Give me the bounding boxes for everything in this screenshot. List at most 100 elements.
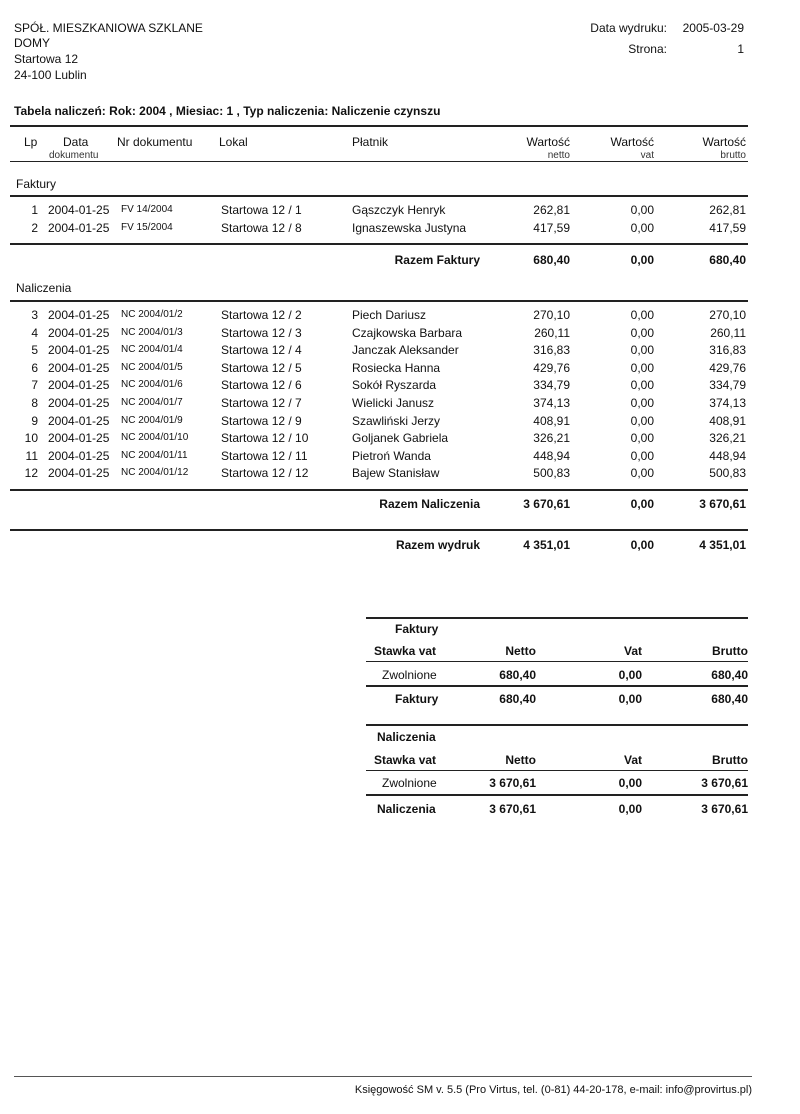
cell-vat: 0,00	[630, 203, 654, 217]
cell-vat: 0,00	[630, 221, 654, 235]
cell-doc: NC 2004/01/6	[121, 379, 183, 391]
grand-total-vat: 0,00	[630, 538, 654, 552]
invoices-total-net: 680,40	[533, 253, 570, 267]
cell-payer: Janczak Aleksander	[352, 343, 459, 358]
cell-payer: Bajew Stanisław	[352, 466, 440, 481]
summary-rate: Zwolnione	[382, 776, 437, 790]
cell-date: 2004-01-25	[48, 203, 110, 217]
summary-total-label: Naliczenia	[377, 802, 436, 816]
cell-gross: 448,94	[709, 448, 746, 463]
invoices-total-label: Razem Faktury	[394, 253, 480, 267]
header-top-rule	[10, 125, 748, 127]
summary-total-vat: 0,00	[618, 692, 642, 706]
summary-total-net: 680,40	[499, 692, 536, 706]
summary-total-gross: 3 670,61	[701, 802, 748, 816]
section-title-charges: Naliczenia	[16, 281, 72, 295]
page-label: Strona:	[628, 42, 667, 56]
cell-unit: Startowa 12 / 5	[221, 360, 302, 375]
print-date: 2005-03-29	[682, 21, 744, 35]
cell-net: 448,94	[533, 448, 570, 463]
summary-head-vat: Vat	[623, 753, 642, 767]
summary-head-vat: Vat	[623, 644, 642, 658]
cell-payer: Piech Dariusz	[352, 308, 427, 322]
summary-net: 680,40	[499, 668, 536, 682]
page-number: 1	[737, 42, 744, 56]
cell-unit: Startowa 12 / 12	[221, 466, 309, 481]
cell-lp: 3	[31, 308, 38, 322]
cell-unit: Startowa 12 / 1	[221, 203, 302, 217]
col-gross: Wartość	[702, 135, 746, 149]
cell-gross: 262,81	[709, 203, 746, 217]
cell-unit: Startowa 12 / 8	[221, 221, 302, 235]
summary-total-label: Faktury	[395, 692, 439, 706]
cell-vat: 0,00	[630, 325, 654, 340]
cell-gross: 334,79	[709, 378, 746, 393]
summary-title: Faktury	[395, 622, 439, 636]
summary-rule	[366, 661, 748, 662]
cell-vat: 0,00	[630, 343, 654, 358]
cell-vat: 0,00	[630, 448, 654, 463]
cell-net: 262,81	[533, 203, 570, 217]
cell-gross: 500,83	[709, 466, 746, 481]
cell-unit: Startowa 12 / 7	[221, 396, 302, 410]
cell-gross: 326,21	[709, 431, 746, 446]
grand-total-net: 4 351,01	[523, 538, 570, 552]
cell-doc: NC 2004/01/11	[121, 449, 188, 461]
col-date-2: dokumentu	[49, 150, 99, 159]
summary-head-rate: Stawka vat	[374, 753, 437, 767]
summary-rule	[366, 685, 748, 687]
section-title-invoices: Faktury	[16, 177, 57, 191]
cell-payer: Szawliński Jerzy	[352, 413, 441, 428]
col-vat: Wartość	[610, 135, 654, 149]
cell-payer: Goljanek Gabriela	[352, 431, 449, 446]
cell-doc: NC 2004/01/3	[121, 326, 183, 338]
cell-date: 2004-01-25	[48, 396, 110, 410]
col-gross-2: brutto	[720, 150, 746, 159]
cell-net: 326,21	[533, 431, 570, 446]
cell-lp: 1	[31, 203, 38, 217]
cell-gross: 408,91	[709, 413, 746, 428]
summary-head-rate: Stawka vat	[374, 644, 437, 658]
cell-lp: 6	[31, 360, 38, 375]
cell-net: 316,83	[533, 343, 570, 358]
cell-doc: NC 2004/01/10	[121, 432, 189, 444]
summary-total-vat: 0,00	[618, 802, 642, 816]
cell-date: 2004-01-25	[48, 448, 110, 463]
col-net-2: netto	[547, 150, 570, 159]
cell-unit: Startowa 12 / 4	[221, 343, 302, 358]
cell-lp: 7	[31, 378, 38, 393]
cell-lp: 9	[31, 413, 38, 428]
cell-lp: 12	[24, 466, 38, 481]
cell-date: 2004-01-25	[48, 221, 110, 235]
company-street: Startowa 12	[14, 52, 79, 66]
cell-gross: 270,10	[709, 308, 746, 322]
grand-total-label: Razem wydruk	[395, 538, 480, 552]
grand-total-gross: 4 351,01	[699, 538, 746, 552]
cell-doc: FV 14/2004	[121, 204, 173, 215]
company-city: 24-100 Lublin	[14, 68, 87, 82]
cell-vat: 0,00	[630, 431, 654, 446]
cell-net: 500,83	[533, 466, 570, 481]
report-title: Tabela naliczeń: Rok: 2004 , Miesiac: 1 …	[14, 104, 440, 118]
section-rule	[10, 243, 748, 245]
cell-lp: 11	[25, 448, 38, 463]
cell-gross: 260,11	[710, 325, 746, 340]
cell-net: 270,10	[533, 308, 570, 322]
summary-total-gross: 680,40	[711, 692, 748, 706]
col-date: Data	[63, 135, 89, 149]
summary-rule	[366, 617, 748, 619]
cell-unit: Startowa 12 / 3	[221, 325, 302, 340]
cell-lp: 5	[31, 343, 38, 358]
cell-unit: Startowa 12 / 11	[221, 448, 308, 463]
cell-vat: 0,00	[630, 308, 654, 322]
col-net: Wartość	[526, 135, 570, 149]
summary-net: 3 670,61	[489, 776, 536, 790]
footer-text: Księgowość SM v. 5.5 (Pro Virtus, tel. (…	[354, 1084, 752, 1096]
header-bottom-rule	[10, 161, 748, 162]
cell-net: 417,59	[533, 221, 570, 235]
cell-date: 2004-01-25	[48, 308, 110, 322]
company-name-line1: SPÓŁ. MIESZKANIOWA SZKLANE	[14, 21, 203, 35]
report-title-value: Rok: 2004 , Miesiac: 1 , Typ naliczenia:…	[109, 104, 441, 118]
cell-unit: Startowa 12 / 10	[221, 431, 309, 446]
col-vat-2: vat	[640, 150, 654, 159]
